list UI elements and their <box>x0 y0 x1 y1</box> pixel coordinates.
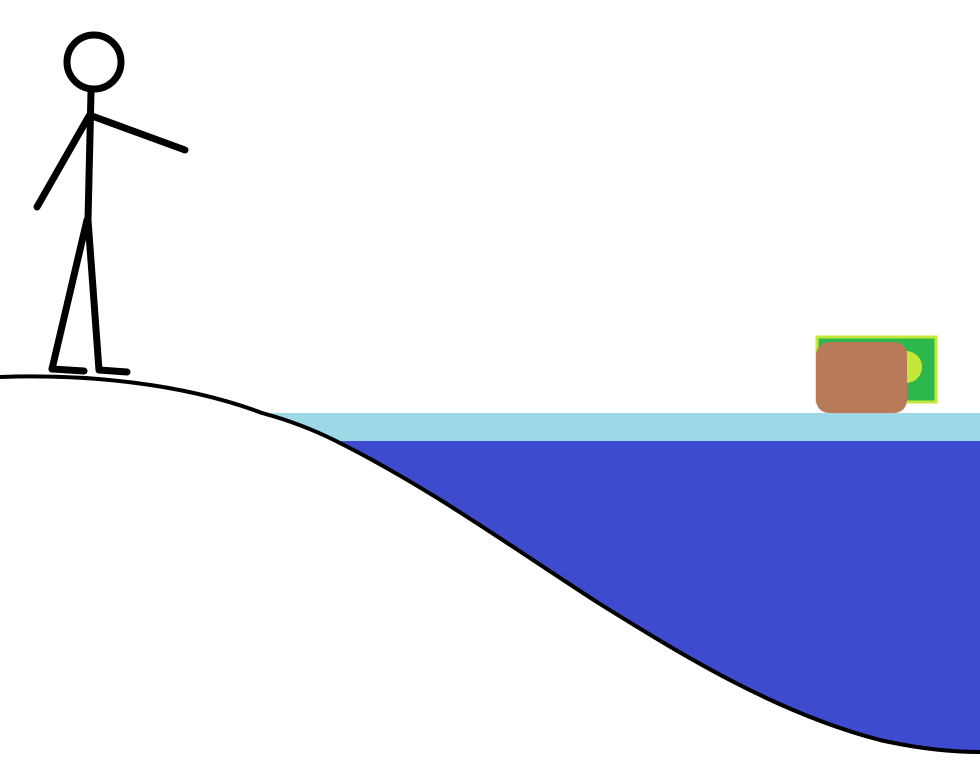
stick-figure-right-foot <box>95 366 131 376</box>
water-body <box>336 441 980 752</box>
floating-box <box>816 342 907 413</box>
stick-figure-left-arm <box>33 112 93 211</box>
stick-figure-head <box>63 31 125 93</box>
stick-figure-body <box>84 88 95 224</box>
stick-figure-right-arm <box>88 112 189 154</box>
stick-figure-right-leg <box>84 216 103 374</box>
floating-money[interactable] <box>815 335 938 413</box>
ground-line <box>0 374 980 754</box>
water-surface <box>262 413 980 441</box>
stick-figure-left-leg <box>48 216 91 373</box>
stick-figure-left-foot <box>48 365 88 375</box>
stick-figure <box>33 31 189 376</box>
